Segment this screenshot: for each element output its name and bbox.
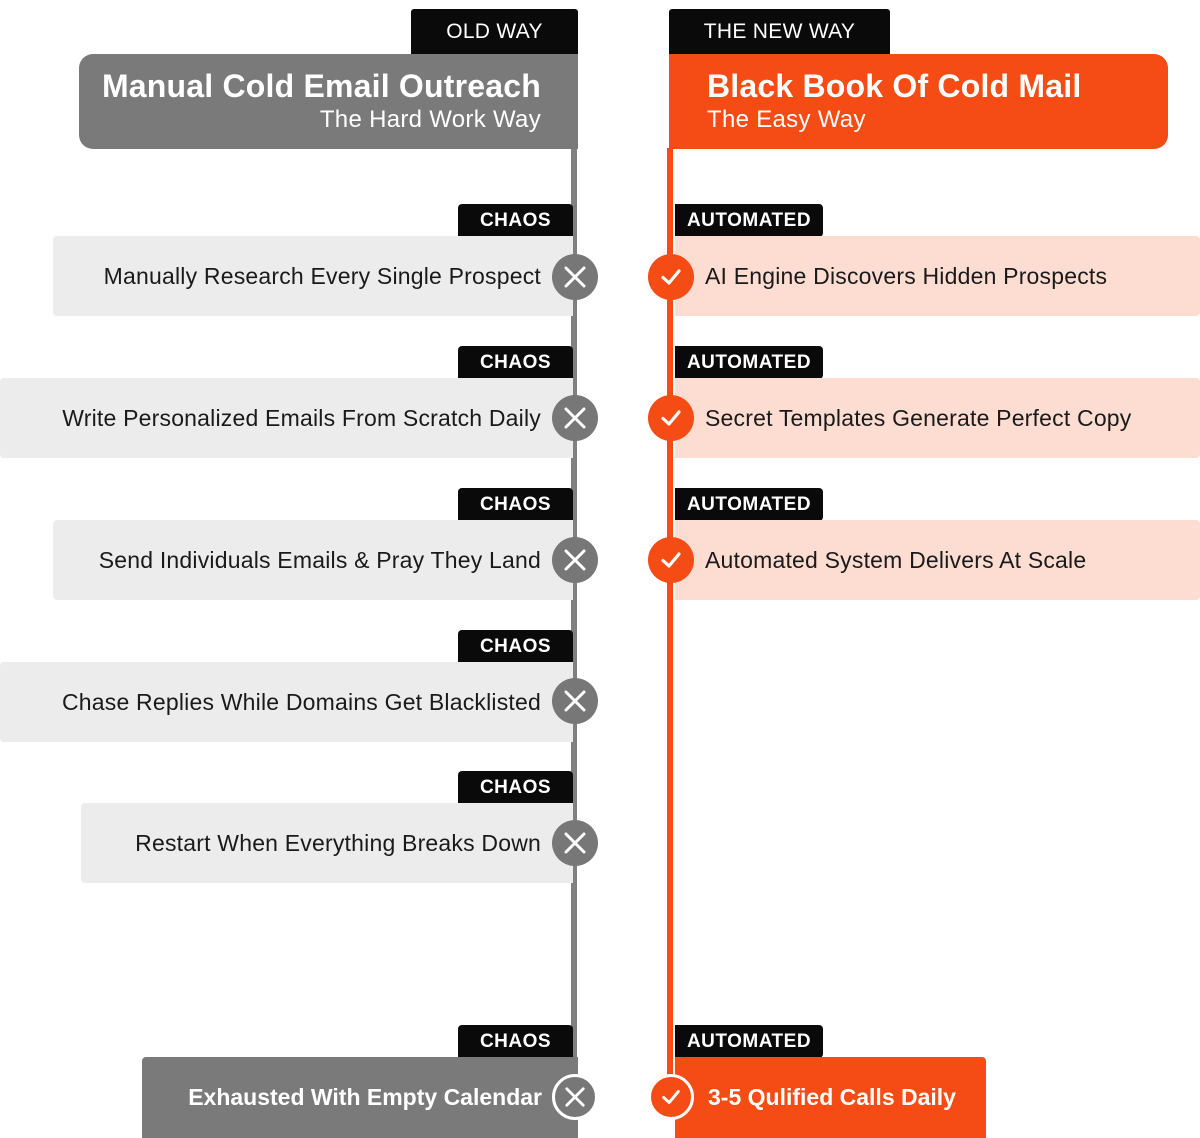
chaos-tag: CHAOS — [458, 346, 573, 379]
x-circle-icon — [552, 820, 598, 866]
old-step-text: Manually Research Every Single Prospect — [103, 262, 541, 289]
old-step-row: Chase Replies While Domains Get Blacklis… — [0, 662, 573, 742]
old-way-title: Manual Cold Email Outreach — [101, 68, 541, 104]
old-way-result: Exhausted With Empty Calendar — [142, 1057, 578, 1138]
automated-tag: AUTOMATED — [675, 488, 823, 521]
x-circle-icon — [552, 537, 598, 583]
check-circle-icon — [648, 537, 694, 583]
new-step-text: Automated System Delivers At Scale — [705, 546, 1087, 573]
old-step-row: Send Individuals Emails & Pray They Land — [53, 520, 573, 600]
x-circle-icon — [552, 1074, 598, 1120]
check-circle-icon — [648, 395, 694, 441]
new-way-title: Black Book Of Cold Mail — [707, 68, 1082, 104]
x-circle-icon — [552, 395, 598, 441]
new-way-tab: THE NEW WAY — [669, 9, 890, 55]
old-way-subtitle: The Hard Work Way — [319, 106, 541, 133]
automated-tag: AUTOMATED — [675, 346, 823, 379]
old-way-tab: OLD WAY — [411, 9, 578, 55]
chaos-tag: CHAOS — [458, 204, 573, 237]
x-circle-icon — [552, 254, 598, 300]
old-way-result-text: Exhausted With Empty Calendar — [188, 1084, 542, 1110]
new-step-text: AI Engine Discovers Hidden Prospects — [705, 262, 1108, 289]
old-way-timeline-line — [571, 148, 577, 1110]
x-circle-icon — [552, 678, 598, 724]
old-step-text: Write Personalized Emails From Scratch D… — [62, 404, 541, 431]
chaos-tag: CHAOS — [458, 771, 573, 804]
old-step-text: Chase Replies While Domains Get Blacklis… — [61, 688, 541, 715]
new-way-subtitle: The Easy Way — [707, 106, 866, 133]
old-way-header: Manual Cold Email Outreach The Hard Work… — [79, 54, 578, 149]
check-circle-icon — [648, 254, 694, 300]
old-step-text: Restart When Everything Breaks Down — [135, 829, 541, 856]
new-step-row: Secret Templates Generate Perfect Copy — [675, 378, 1200, 458]
check-circle-icon — [648, 1074, 694, 1120]
old-step-row: Manually Research Every Single Prospect — [53, 236, 573, 316]
old-step-row: Write Personalized Emails From Scratch D… — [0, 378, 573, 458]
new-step-text: Secret Templates Generate Perfect Copy — [705, 404, 1132, 431]
chaos-tag: CHAOS — [458, 630, 573, 663]
chaos-tag: CHAOS — [458, 1025, 573, 1058]
new-way-result-text: 3-5 Qulified Calls Daily — [708, 1084, 956, 1110]
new-way-header: Black Book Of Cold Mail The Easy Way — [669, 54, 1168, 149]
new-step-row: Automated System Delivers At Scale — [675, 520, 1200, 600]
old-step-row: Restart When Everything Breaks Down — [81, 803, 573, 883]
automated-tag: AUTOMATED — [675, 1025, 823, 1058]
automated-tag: AUTOMATED — [675, 204, 823, 237]
new-way-timeline-line — [667, 148, 673, 1110]
new-step-row: AI Engine Discovers Hidden Prospects — [675, 236, 1200, 316]
new-way-result: 3-5 Qulified Calls Daily — [675, 1057, 986, 1138]
chaos-tag: CHAOS — [458, 488, 573, 521]
old-step-text: Send Individuals Emails & Pray They Land — [98, 546, 541, 573]
